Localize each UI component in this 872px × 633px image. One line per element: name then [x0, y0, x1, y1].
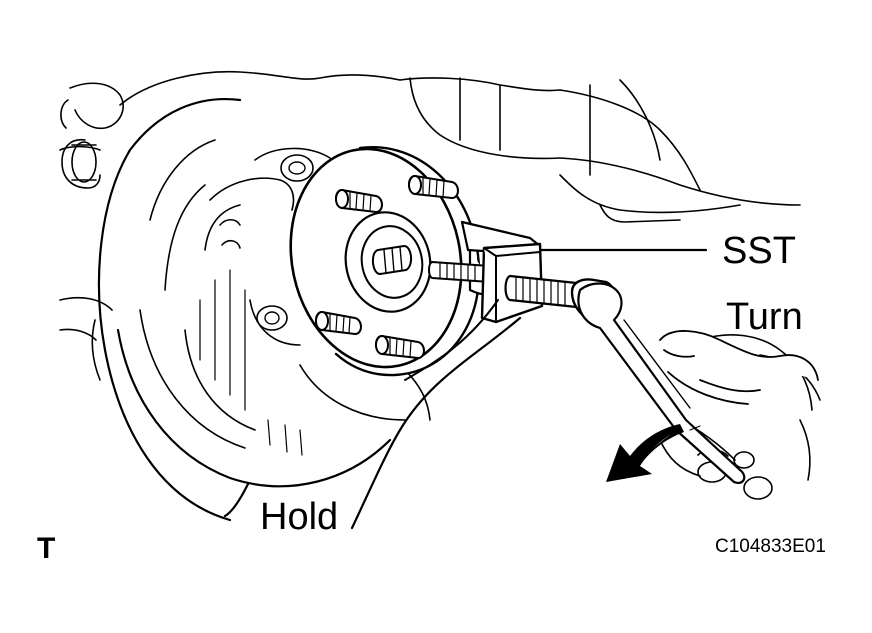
hub-bolt-top-right: [408, 175, 459, 199]
hold-label: Hold: [260, 496, 339, 538]
figure-code-label: C104833E01: [715, 536, 826, 557]
turn-label: Turn: [726, 296, 803, 338]
hold-line-right: [350, 316, 522, 530]
hub-bolt-bottom-right: [375, 335, 425, 359]
hold-line-left: [223, 482, 250, 518]
turn-arrow: [606, 424, 701, 482]
hub-bolts: [315, 175, 459, 359]
leader-lines: [223, 248, 708, 530]
backing-plate: [97, 98, 431, 522]
hub-bolt-bottom-left: [315, 311, 362, 335]
hand: [659, 330, 819, 405]
wrench: [577, 282, 746, 484]
corner-mark-label: T: [37, 532, 56, 565]
hub-bolt-top-left: [335, 189, 383, 213]
sst-label: SST: [722, 230, 796, 272]
